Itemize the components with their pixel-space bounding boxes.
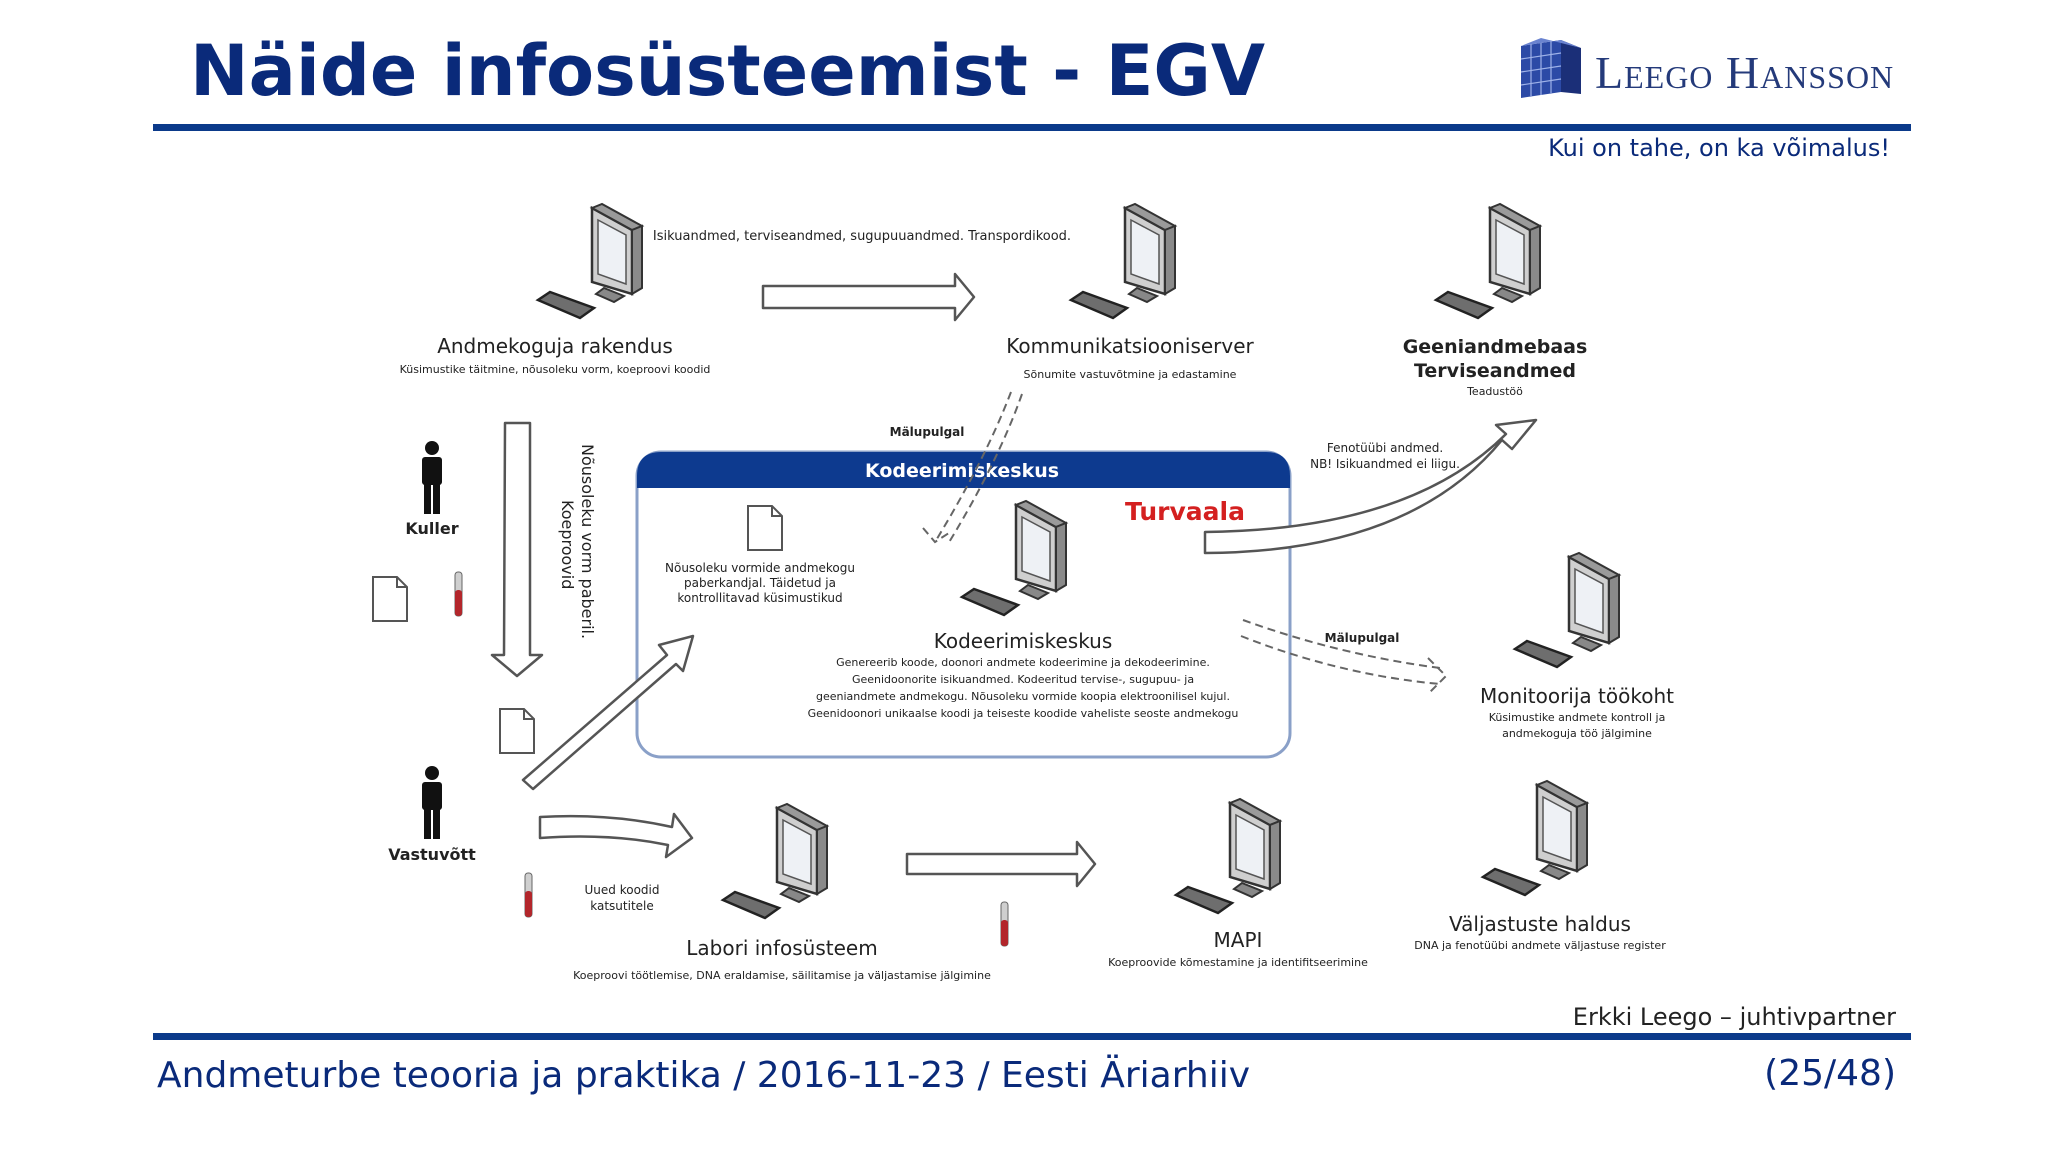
kommunikatsioon-title: Kommunikatsiooniserver: [1006, 334, 1254, 358]
kuller-label: Kuller: [405, 519, 458, 538]
document-icon: [499, 708, 535, 754]
footer-rule: [153, 1033, 1911, 1040]
computer-icon-valjastused: [1481, 779, 1589, 897]
computer-icon-labor: [721, 802, 829, 920]
terviseandmed-title: Terviseandmed: [1414, 360, 1576, 382]
kodeerimiskeskus-desc-2: Geenidoonorite isikuandmed. Kodeeritud t…: [852, 673, 1194, 686]
mapi-desc: Koeproovide kõmestamine ja identifitseer…: [1108, 956, 1368, 969]
sample-tube-icon: [454, 571, 463, 617]
andmekoguja-desc: Küsimustike täitmine, nõusoleku vorm, ko…: [400, 363, 711, 376]
labor-title: Labori infosüsteem: [686, 936, 877, 960]
secure-zone: Kodeerimiskeskus Turvaala: [635, 450, 1292, 759]
kodeerimiskeskus-desc-1: Genereerib koode, doonori andmete kodeer…: [836, 656, 1210, 669]
valjastused-title: Väljastuste haldus: [1449, 912, 1631, 936]
courier-person-icon: [422, 441, 442, 514]
slide-title: Näide infosüsteemist - EGV: [190, 30, 1266, 112]
vastuvott-label: Vastuvõtt: [388, 845, 476, 864]
uued-koodid-label-2: katsutitele: [590, 899, 654, 913]
arrow-labor-to-mapi: [905, 840, 1097, 888]
andmekoguja-title: Andmekoguja rakendus: [437, 334, 673, 358]
document-icon: [372, 576, 408, 622]
cube-logo-icon: [1520, 38, 1581, 98]
computer-icon-andmekoguja: [536, 202, 644, 320]
zone-header: Kodeerimiskeskus: [865, 460, 1059, 482]
arrow-to-kodeerimiskeskus: [521, 634, 695, 791]
valjastused-desc: DNA ja fenotüübi andmete väljastuse regi…: [1414, 939, 1666, 952]
page-number: (25/48): [1764, 1053, 1896, 1094]
kommunikatsioon-desc: Sõnumite vastuvõtmine ja edastamine: [1024, 368, 1237, 381]
company-logo: Leego Hansson: [1515, 36, 1905, 108]
arrow-kuller-down: [490, 421, 544, 678]
kodeerimiskeskus-desc-4: Geenidoonori unikaalse koodi ja teiseste…: [808, 707, 1239, 720]
labor-desc: Koeproovi töötlemise, DNA eraldamise, sä…: [573, 969, 991, 982]
author-label: Erkki Leego – juhtivpartner: [1572, 1003, 1896, 1031]
paberkandjal-label-1: Nõusoleku vormide andmekogu: [665, 561, 855, 575]
monitoorija-desc-2: andmekoguja töö jälgimine: [1502, 727, 1652, 740]
reception-person-icon: [422, 766, 442, 839]
fenotuubi-label-2: NB! Isikuandmed ei liigu.: [1310, 457, 1460, 471]
malupulgal-label-1: Mälupulgal: [890, 425, 965, 439]
arrow-andmekoguja-to-server: [761, 272, 976, 322]
document-icon: [747, 505, 783, 551]
header-rule: [153, 124, 1911, 131]
computer-icon-geeniandmebaas: [1434, 202, 1542, 320]
paberkandjal-label-2: paberkandjal. Täidetud ja: [684, 576, 836, 590]
sample-tube-icon: [1000, 901, 1009, 947]
computer-icon-monitoorija: [1513, 551, 1621, 669]
computer-icon-mapi: [1174, 797, 1282, 915]
mapi-title: MAPI: [1214, 928, 1263, 952]
sample-tube-icon: [524, 872, 533, 918]
kodeerimiskeskus-desc-3: geeniandmete andmekogu. Nõusoleku vormid…: [816, 690, 1230, 703]
monitoorija-desc-1: Küsimustike andmete kontroll ja: [1489, 711, 1666, 724]
turvaala-label: Turvaala: [1125, 497, 1245, 526]
arrow-to-geeniandmebaas: [1203, 418, 1538, 555]
kodeerimiskeskus-title: Kodeerimiskeskus: [934, 629, 1113, 653]
geeniandmebaas-desc: Teadustöö: [1466, 385, 1523, 398]
nousoleku-vorm-label-1: Nõusoleku vorm paberil.: [578, 444, 597, 639]
computer-icon-kommunikatsioon: [1069, 202, 1177, 320]
paberkandjal-label-3: kontrollitavad küsimustikud: [677, 591, 842, 605]
nousoleku-vorm-label-2: Koeproovid: [558, 500, 577, 589]
arrow-vastuvott-to-labor: [538, 812, 694, 859]
logo-wordmark: Leego Hansson: [1595, 47, 1895, 98]
arrow-top-label: Isikuandmed, terviseandmed, sugupuuandme…: [653, 229, 1071, 244]
malupulgal-label-2: Mälupulgal: [1325, 631, 1400, 645]
fenotuubi-label-1: Fenotüübi andmed.: [1327, 441, 1443, 455]
uued-koodid-label-1: Uued koodid: [585, 883, 660, 897]
slogan: Kui on tahe, on ka võimalus!: [1548, 134, 1890, 162]
footer-text: Andmeturbe teooria ja praktika / 2016-11…: [157, 1055, 1251, 1096]
geeniandmebaas-title: Geeniandmebaas: [1403, 336, 1588, 358]
monitoorija-title: Monitoorija töökoht: [1480, 684, 1674, 708]
dashed-arrow-server-to-zone: [934, 391, 1012, 543]
